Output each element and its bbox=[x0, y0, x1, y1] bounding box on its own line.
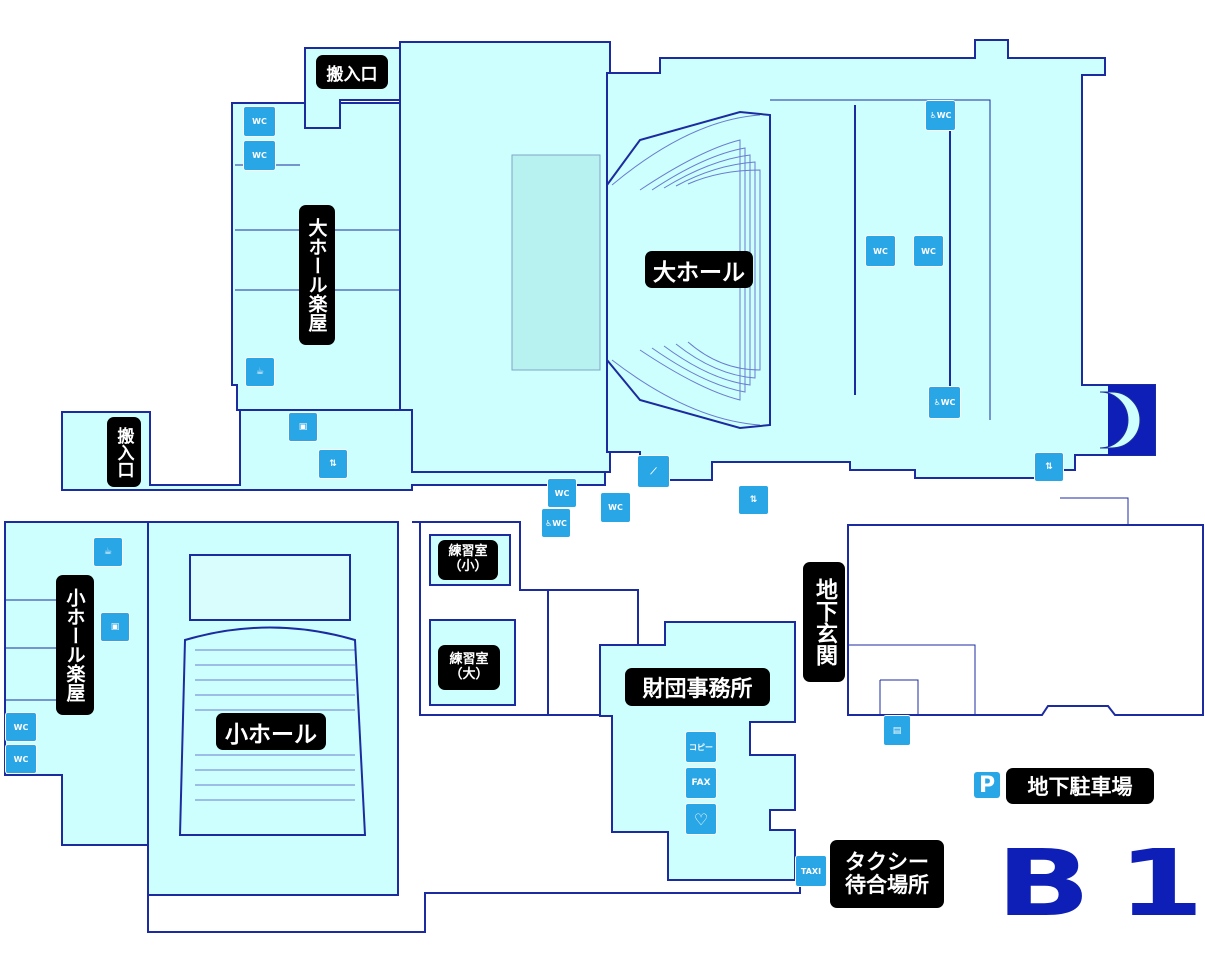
taxi-stand-label: タクシー 待合場所 bbox=[830, 840, 944, 908]
restroom-icon: WC bbox=[5, 712, 37, 742]
restroom-icon: WC bbox=[913, 235, 944, 267]
lounge-icon: ☕ bbox=[93, 537, 123, 567]
taxi-icon: TAXI bbox=[795, 855, 827, 887]
accessible-restroom-icon: ♿WC bbox=[925, 100, 956, 131]
large-hall-dressing-label: 大ホール楽屋 bbox=[299, 205, 335, 345]
fax-icon: FAX bbox=[685, 767, 717, 799]
escalator-icon: ⟋ bbox=[637, 455, 670, 488]
practice-room-large-label: 練習室 （大） bbox=[438, 645, 500, 690]
floor-number: B1 bbox=[996, 830, 1204, 937]
restroom-icon: WC bbox=[5, 744, 37, 774]
practice-room-small-label: 練習室 （小） bbox=[438, 540, 498, 580]
foundation-office-label: 財団事務所 bbox=[625, 668, 770, 706]
parking-icon: P bbox=[974, 772, 1000, 798]
large-hall-stage bbox=[511, 154, 601, 371]
elevator-icon: ⇅ bbox=[738, 485, 769, 515]
copy-machine-icon: コピー bbox=[685, 731, 717, 763]
accessible-restroom-icon: ♿WC bbox=[928, 386, 961, 419]
elevator-icon: ⇅ bbox=[318, 449, 348, 479]
outline-bottom bbox=[147, 880, 801, 933]
lounge-icon: ☕ bbox=[245, 357, 275, 387]
loading-entrance-top-label: 搬入口 bbox=[316, 55, 388, 89]
small-hall-label: 小ホール bbox=[216, 713, 326, 750]
restroom-icon: WC bbox=[600, 492, 631, 523]
spiral-stair-inner bbox=[1099, 391, 1141, 449]
small-hall-stage bbox=[189, 554, 351, 621]
vending-machine-icon: ▤ bbox=[883, 715, 911, 746]
locker-icon: ▣ bbox=[288, 412, 318, 442]
basement-parking-label: 地下駐車場 bbox=[1006, 768, 1154, 804]
accessible-restroom-icon: ♿WC bbox=[541, 508, 571, 538]
restroom-icon: WC bbox=[865, 235, 896, 267]
small-hall-dressing-label: 小ホール楽屋 bbox=[56, 575, 94, 715]
aed-icon: ♡ bbox=[685, 803, 717, 835]
restroom-icon: WC bbox=[243, 106, 276, 137]
large-hall-label: 大ホール bbox=[645, 251, 753, 288]
loading-entrance-left-label: 搬入口 bbox=[107, 417, 141, 487]
basement-parking-structure bbox=[847, 524, 1204, 716]
restroom-icon: WC bbox=[547, 478, 577, 508]
basement-entrance-label: 地下玄関 bbox=[803, 562, 845, 682]
small-hall-seating bbox=[195, 649, 355, 801]
elevator-icon: ⇅ bbox=[1034, 452, 1064, 482]
locker-icon: ▣ bbox=[100, 612, 130, 642]
restroom-icon: WC bbox=[243, 140, 276, 171]
